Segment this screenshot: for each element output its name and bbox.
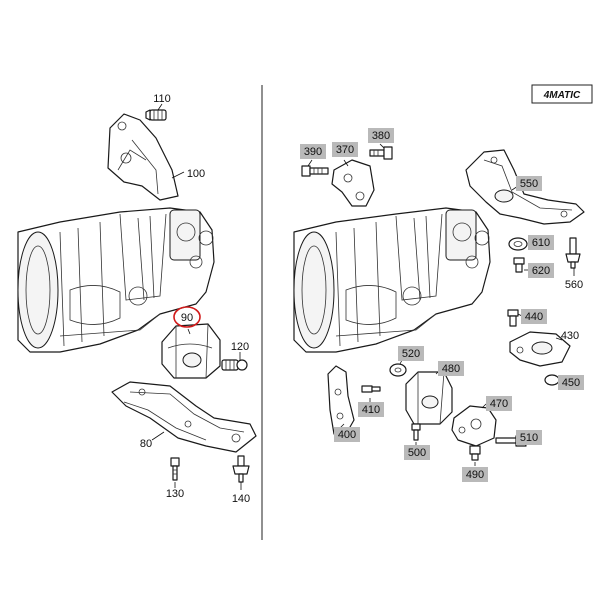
callout-370: 370	[336, 144, 354, 156]
leader-430	[555, 337, 563, 341]
callout-560: 560	[565, 279, 583, 291]
callout-520: 520	[402, 348, 420, 360]
bolt-120	[221, 359, 248, 371]
engine-mount-90	[161, 323, 221, 379]
bolt-390	[301, 165, 329, 177]
callout-box-470: 470	[486, 396, 512, 411]
callout-430: 430	[561, 330, 579, 342]
bolt-140	[232, 455, 250, 483]
callout-box-620: 620	[528, 263, 554, 278]
leader-80	[151, 431, 165, 441]
callout-box-520: 520	[398, 346, 424, 361]
callout-410: 410	[362, 404, 380, 416]
bolt-110	[145, 109, 167, 121]
callout-box-610: 610	[528, 235, 554, 250]
bolt-130	[170, 457, 180, 481]
transmission-left	[17, 207, 215, 353]
callout-box-390: 390	[300, 144, 326, 159]
callout-620: 620	[532, 265, 550, 277]
leader-100	[171, 171, 185, 179]
bolt-410	[361, 385, 381, 393]
callout-box-410: 410	[358, 402, 384, 417]
callout-390: 390	[304, 146, 322, 158]
bracket-100	[107, 113, 179, 201]
callout-470: 470	[490, 398, 508, 410]
callout-box-480: 480	[438, 361, 464, 376]
callout-440: 440	[525, 311, 543, 323]
callout-380: 380	[372, 130, 390, 142]
callout-400: 400	[338, 429, 356, 441]
callout-100: 100	[187, 168, 205, 180]
mount-430	[509, 331, 571, 367]
callout-610: 610	[532, 237, 550, 249]
transmission-right	[293, 207, 491, 353]
leader-370	[343, 159, 349, 167]
callout-510: 510	[520, 432, 538, 444]
callout-80: 80	[140, 438, 152, 450]
crossmember-80	[111, 381, 257, 453]
callout-550: 550	[520, 178, 538, 190]
callout-500: 500	[408, 447, 426, 459]
bolt-440	[507, 309, 519, 327]
engine-mount-480	[405, 371, 453, 425]
4matic-badge-text: 4MATIC	[543, 90, 581, 101]
leader-380	[379, 143, 385, 149]
washer-610	[508, 237, 528, 251]
callout-90: 90	[181, 312, 193, 324]
leader-90	[187, 328, 191, 335]
callout-box-550: 550	[516, 176, 542, 191]
bolt-490	[469, 445, 481, 461]
callout-480: 480	[442, 363, 460, 375]
callout-110: 110	[153, 93, 171, 105]
bolt-380	[369, 146, 393, 160]
callout-130: 130	[166, 488, 184, 500]
bolt-500	[411, 423, 421, 441]
callout-box-380: 380	[368, 128, 394, 143]
nut-520	[389, 363, 407, 377]
bracket-400	[327, 365, 355, 435]
crossmember-550	[465, 149, 585, 225]
leader-470	[481, 403, 487, 409]
bracket-470	[451, 405, 497, 447]
callout-140: 140	[232, 493, 250, 505]
callout-box-500: 500	[404, 445, 430, 460]
nut-620	[513, 257, 525, 273]
callout-box-400: 400	[334, 427, 360, 442]
washer-450	[544, 374, 560, 386]
callout-box-510: 510	[516, 430, 542, 445]
highlight-circle-90	[173, 306, 201, 328]
callout-box-370: 370	[332, 142, 358, 157]
bracket-370	[331, 159, 375, 207]
callout-box-490: 490	[462, 467, 488, 482]
callout-box-440: 440	[521, 309, 547, 324]
callout-490: 490	[466, 469, 484, 481]
callout-120: 120	[231, 341, 249, 353]
bolt-560	[565, 237, 581, 269]
4matic-badge: 4MATIC	[531, 84, 593, 104]
callout-box-450: 450	[558, 375, 584, 390]
leader-390	[307, 159, 313, 167]
callout-450: 450	[562, 377, 580, 389]
leader-110	[157, 103, 163, 111]
